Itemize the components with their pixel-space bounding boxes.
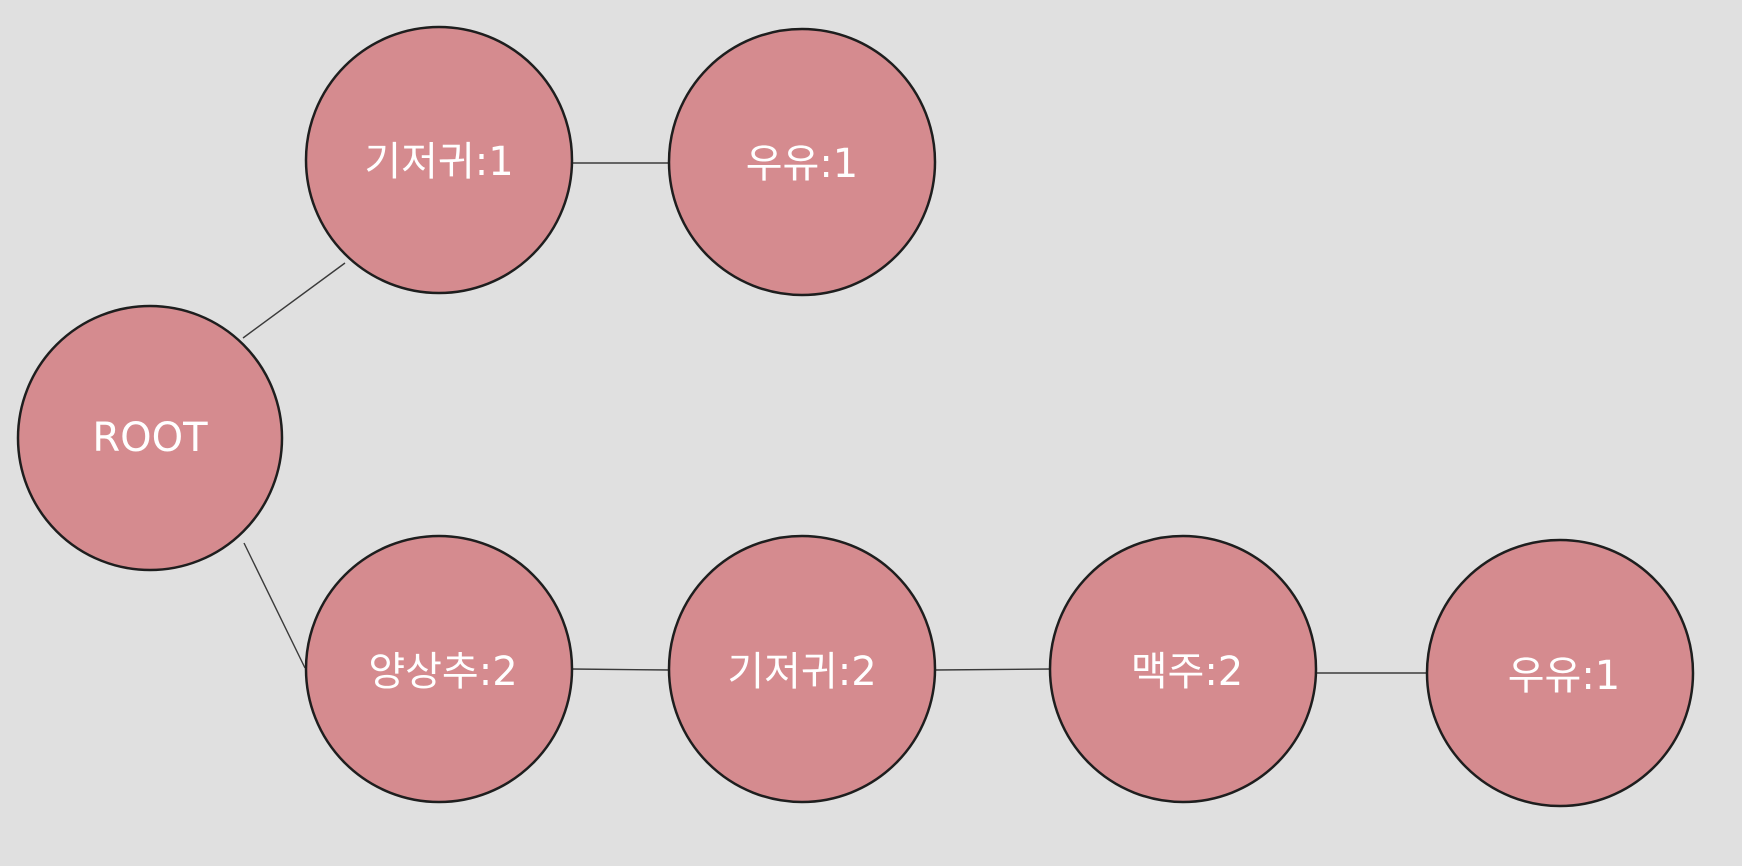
node-diaper-1-label: 기저귀:1 <box>364 139 513 185</box>
node-lettuce-2-circle <box>304 534 574 804</box>
node-beer-2-circle <box>1048 534 1318 804</box>
node-milk-1a-label: 우유:1 <box>746 141 859 187</box>
node-diaper-2-circle <box>667 534 937 804</box>
edges-layer <box>242 162 1427 674</box>
node-beer-2-label: 맥주:2 <box>1131 649 1244 695</box>
node-diaper-2-label: 기저귀:2 <box>727 649 876 695</box>
node-diaper-1-circle <box>304 25 574 295</box>
node-lettuce-2-label: 양상추:2 <box>368 649 517 695</box>
node-root-circle <box>16 304 284 572</box>
node-milk-1b-circle <box>1425 538 1695 808</box>
edge-lettuce-2-to-diaper-2 <box>570 668 671 671</box>
nodes-layer: ROOT 기저귀:1 우유:1 양상추:2 기저귀:2 맥주:2 우유:1 <box>16 25 1695 808</box>
edge-root-to-lettuce-2 <box>243 542 306 669</box>
node-root-label: ROOT <box>92 415 208 461</box>
node-beer-2[interactable]: 맥주:2 <box>1048 534 1318 804</box>
node-milk-1b-label: 우유:1 <box>1508 653 1621 699</box>
node-milk-1a[interactable]: 우유:1 <box>667 27 937 297</box>
node-diaper-2[interactable]: 기저귀:2 <box>667 534 937 804</box>
node-milk-1a-circle <box>667 27 937 297</box>
node-lettuce-2[interactable]: 양상추:2 <box>304 534 574 804</box>
edge-diaper-2-to-beer-2 <box>934 668 1053 671</box>
node-milk-1b[interactable]: 우유:1 <box>1425 538 1695 808</box>
edge-root-to-diaper-1 <box>242 262 346 339</box>
node-root[interactable]: ROOT <box>16 304 284 572</box>
node-diaper-1[interactable]: 기저귀:1 <box>304 25 574 295</box>
